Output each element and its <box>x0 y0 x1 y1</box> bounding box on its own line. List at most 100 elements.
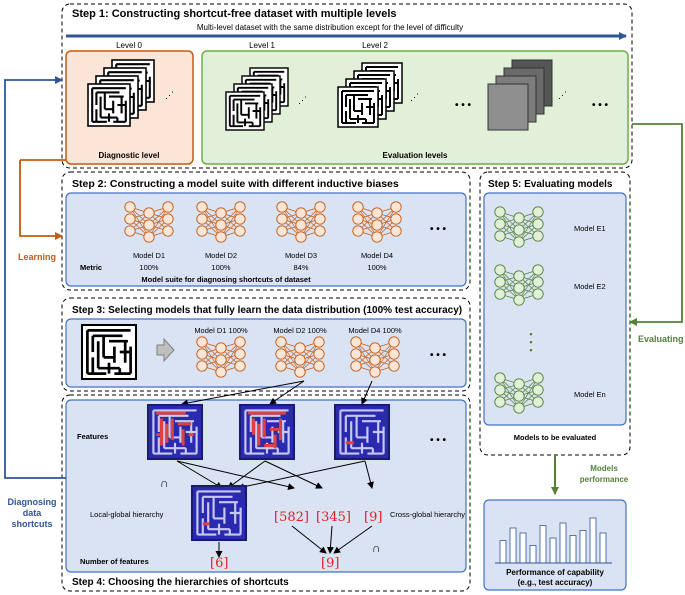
selected-model-label-2: Model D2 100% <box>273 326 327 335</box>
cross-global-label: Cross-global hierarchy <box>390 510 465 519</box>
performance-bar <box>549 537 557 564</box>
performance-bar <box>509 527 517 564</box>
performance-bar <box>529 545 537 564</box>
learning-label: Learning <box>18 252 56 262</box>
selected-network-2 <box>275 336 325 378</box>
suite-model-name-4: Model D4 <box>361 251 393 260</box>
suite-network-3 <box>276 201 326 243</box>
arrow-f4-count <box>364 460 374 489</box>
eval-model-label-1: Model E1 <box>574 224 606 233</box>
suite-model-name-2: Model D2 <box>205 251 237 260</box>
level-9-maze-stack <box>487 59 553 131</box>
diagnosing-label-1: Diagnosing <box>8 497 57 507</box>
input-arrow <box>156 337 175 363</box>
performance-bar <box>559 522 567 564</box>
models-performance-1: Models <box>590 464 618 473</box>
level-1-label: Level 1 <box>249 41 275 50</box>
selected-network-1 <box>196 336 246 378</box>
arrow-d2-feature <box>269 380 305 405</box>
suite-model-metric-4: 100% <box>367 263 387 272</box>
eval-model-label-2: Model E2 <box>574 282 606 291</box>
learning-arrow <box>19 160 63 240</box>
performance-bar <box>569 535 577 564</box>
eval-model-networks: Model E1 Model E2 Model En <box>494 206 606 414</box>
step3-title: Step 3: Selecting models that fully lear… <box>72 305 462 316</box>
ellipsis-suite: • • • <box>430 224 447 235</box>
ellipsis-selected: • • • <box>430 350 447 361</box>
selected-model-label-3: Model D4 100% <box>348 326 402 335</box>
suite-model-name-3: Model D3 <box>285 251 317 260</box>
suite-model-metric-2: 100% <box>211 263 231 272</box>
cross-result: [9] <box>321 556 339 571</box>
performance-label-1: Performance of capability <box>506 568 604 577</box>
step3-frame <box>61 297 471 392</box>
diagnosing-label-2: data <box>23 508 43 518</box>
arrow-count2-cross <box>326 525 334 554</box>
feature-maze-d1 <box>146 403 204 461</box>
vdots-3: • <box>529 345 532 355</box>
diagnosing-arrow <box>4 76 66 479</box>
performance-label-2: (e.g., test accuracy) <box>518 578 593 587</box>
level-9-dots: ⋰ <box>558 90 567 100</box>
step2-title: Step 2: Constructing a model suite with … <box>72 178 399 190</box>
local-global-label: Local-global hierarchy <box>90 510 164 519</box>
performance-bar <box>599 532 607 564</box>
step1-title: Step 1: Constructing shortcut-free datas… <box>72 8 397 20</box>
feature-maze-d2 <box>238 403 296 461</box>
level-0-label: Level 0 <box>116 41 142 50</box>
eval-models-panel <box>483 192 627 426</box>
local-result: [6] <box>210 556 228 571</box>
feature-maze-d4 <box>333 403 391 461</box>
count-d2: [345] <box>316 510 351 525</box>
ellipsis-levels: • • • <box>455 100 472 111</box>
models-performance-2: performance <box>580 475 629 484</box>
level-0-dots: ⋰ <box>165 90 174 100</box>
diagnostic-level-label: Diagnostic level <box>99 151 160 160</box>
performance-bar <box>499 540 507 564</box>
ellipsis-levels-end: • • • <box>592 100 609 111</box>
features-label: Features <box>77 432 108 441</box>
eval-models-caption: Models to be evaluated <box>514 433 597 442</box>
step1-frame <box>61 3 633 169</box>
intersection-left: ∩ <box>160 476 169 490</box>
arrow-f1-local <box>176 460 223 489</box>
eval-network-1 <box>494 206 544 248</box>
arrow-f1-count <box>176 460 295 491</box>
suite-network-1 <box>124 201 174 243</box>
eval-network-3 <box>494 372 544 414</box>
eval-model-label-3: Model En <box>574 390 606 399</box>
level-1-dots: ⋰ <box>298 95 307 105</box>
evaluating-arrow <box>629 123 683 326</box>
arrow-f2-local <box>227 460 266 489</box>
vdots-2: • <box>529 337 532 347</box>
arrow-d1-feature <box>181 380 305 407</box>
arrow-count3-cross <box>333 525 373 554</box>
suite-network-2 <box>196 201 246 243</box>
selected-network-3 <box>350 336 400 378</box>
intersection-right: ∩ <box>372 541 381 555</box>
ellipsis-features: • • • <box>430 435 447 446</box>
count-d4: [9] <box>364 510 382 525</box>
selected-model-label-1: Model D1 100% <box>194 326 248 335</box>
performance-bar <box>539 525 547 564</box>
suite-model-name-1: Model D1 <box>133 251 165 260</box>
input-maze <box>80 323 138 381</box>
selected-model-networks: Model D1 100% Model D2 100% Model D4 100% <box>194 326 402 378</box>
vdots-1: • <box>529 329 532 339</box>
model-selection-panel <box>65 318 467 388</box>
performance-bar <box>579 530 587 564</box>
arrow-d4-feature <box>361 380 373 405</box>
step4-title: Step 4: Choosing the hierarchies of shor… <box>72 577 289 588</box>
performance-bar <box>519 532 527 564</box>
eval-network-2 <box>494 264 544 306</box>
step5-title: Step 5: Evaluating models <box>488 179 613 190</box>
suite-network-4 <box>352 201 402 243</box>
arrow-f4-local <box>237 460 366 491</box>
level-2-dots: ⋰ <box>410 92 419 102</box>
number-of-features-label: Number of features <box>80 557 149 566</box>
step2-frame <box>61 171 471 291</box>
model-suite-caption: Model suite for diagnosing shortcuts of … <box>141 275 311 284</box>
